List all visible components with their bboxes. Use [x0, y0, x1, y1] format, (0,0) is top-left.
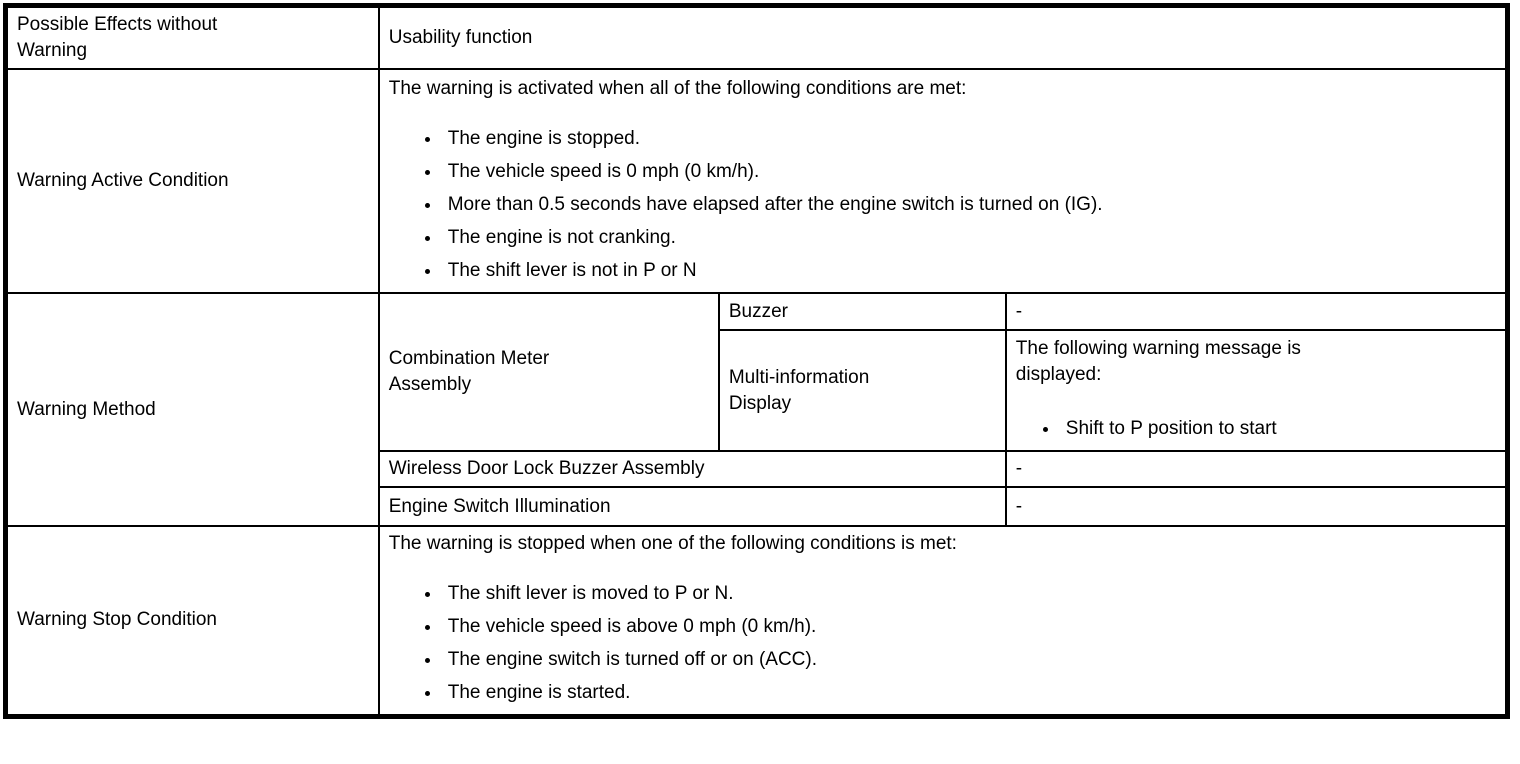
multi-information-display-label: Multi-information Display — [717, 329, 1007, 452]
table-row-multi-information-display: Multi-information Display The following … — [6, 329, 1509, 452]
list-item: The engine is started. — [442, 676, 1496, 709]
warning-message-intro: The following warning message is display… — [1015, 338, 1301, 385]
warning-stop-condition-cell: The warning is stopped when one of the f… — [377, 525, 1509, 717]
list-item: The shift lever is not in P or N — [442, 254, 1496, 287]
warning-spec-table: Possible Effects without Warning Usabili… — [3, 3, 1510, 719]
possible-effects-value: Usability function — [377, 4, 1509, 70]
table-row-warning-stop-condition: Warning Stop Condition The warning is st… — [4, 525, 1509, 717]
table-row-buzzer: Warning Method Combination Meter Assembl… — [4, 292, 1509, 527]
warning-active-condition-label: Warning Active Condition — [4, 68, 380, 294]
warning-method-label: Warning Method — [4, 292, 380, 527]
list-item: The vehicle speed is above 0 mph (0 km/h… — [442, 610, 1496, 643]
engine-switch-illumination-label: Engine Switch Illumination — [377, 486, 1007, 527]
warning-stop-intro: The warning is stopped when one of the f… — [388, 533, 957, 555]
warning-stop-condition-label: Warning Stop Condition — [4, 525, 380, 717]
table-row-warning-active-condition: Warning Active Condition The warning is … — [4, 68, 1509, 294]
buzzer-value: - — [1004, 292, 1509, 331]
buzzer-label: Buzzer — [717, 292, 1007, 331]
combination-meter-assembly-label: Combination Meter Assembly — [377, 292, 720, 452]
table-row-possible-effects: Possible Effects without Warning Usabili… — [4, 4, 1509, 70]
engine-switch-illumination-value: - — [1004, 486, 1509, 527]
wireless-door-lock-buzzer-value: - — [1004, 450, 1509, 488]
list-item: The engine switch is turned off or on (A… — [442, 643, 1496, 676]
wireless-door-lock-buzzer-label: Wireless Door Lock Buzzer Assembly — [377, 450, 1007, 488]
multi-information-display-cell: The following warning message is display… — [1004, 329, 1509, 452]
list-item: The vehicle speed is 0 mph (0 km/h). — [442, 155, 1496, 188]
list-item: More than 0.5 seconds have elapsed after… — [442, 188, 1496, 221]
warning-message-list: Shift to P position to start — [1016, 412, 1496, 445]
list-item: The shift lever is moved to P or N. — [442, 577, 1496, 610]
warning-active-condition-list: The engine is stopped. The vehicle speed… — [389, 122, 1496, 287]
table-row-engine-switch-illumination: Engine Switch Illumination - — [6, 486, 1509, 527]
table-row-wireless-door-lock-buzzer: Wireless Door Lock Buzzer Assembly - — [6, 450, 1509, 488]
list-item: The engine is not cranking. — [442, 221, 1496, 254]
list-item: The engine is stopped. — [442, 122, 1496, 155]
possible-effects-label: Possible Effects without Warning — [4, 4, 380, 70]
warning-active-intro: The warning is activated when all of the… — [388, 77, 967, 99]
list-item: Shift to P position to start — [1060, 412, 1496, 445]
warning-active-condition-cell: The warning is activated when all of the… — [377, 68, 1509, 294]
warning-stop-condition-list: The shift lever is moved to P or N. The … — [389, 577, 1496, 709]
